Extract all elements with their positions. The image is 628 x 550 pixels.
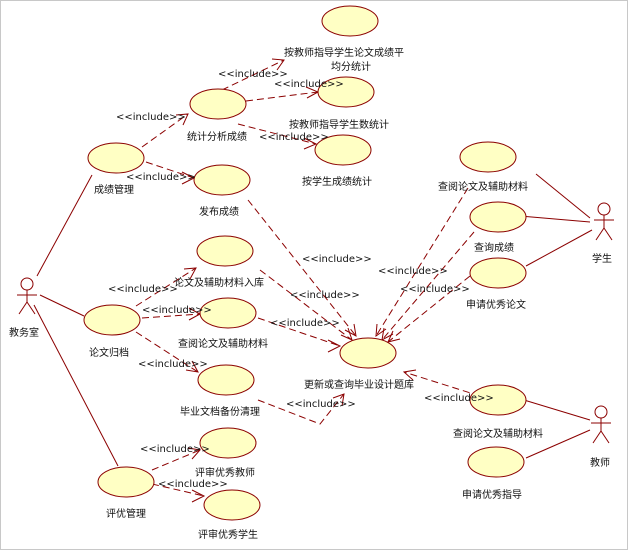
uc-label-chayue-jiaowu: 查阅论文及辅助材料 <box>178 337 268 350</box>
dep-guidang-beifen <box>135 331 199 373</box>
uc-count-by-teacher <box>317 76 375 108</box>
include-label: <<include>> <box>140 444 210 455</box>
uc-label-avg-line1: 按教师指导学生论文成绩平 <box>284 46 404 59</box>
dep-chengji-fabu <box>145 161 195 179</box>
uc-label-pingshen-xuesheng: 评审优秀学生 <box>198 528 258 541</box>
uc-label-beifen-qingli: 毕业文档备份清理 <box>180 405 260 418</box>
uc-label-fabu-chengji: 发布成绩 <box>199 205 239 218</box>
use-case-ellipses <box>83 5 527 521</box>
uc-avg-by-teacher <box>321 5 379 37</box>
assoc-jiaowushi-pingyou <box>33 304 119 467</box>
include-label: <<include>> <box>270 318 340 329</box>
uc-chengji-guanli <box>87 142 145 174</box>
dep-guidang-chayue <box>141 313 201 319</box>
include-dependencies <box>135 58 481 503</box>
assoc-xuesheng-chayue <box>535 173 591 219</box>
include-label: <<include>> <box>142 305 212 316</box>
uc-pingyou-guanli <box>97 466 155 498</box>
uc-pingshen-xuesheng <box>203 489 261 521</box>
dep-beifen-tiku <box>257 393 345 425</box>
include-label: <<include>> <box>138 359 208 370</box>
actor-xuesheng <box>594 202 614 241</box>
include-label: <<include>> <box>218 69 288 80</box>
uc-tongji-fenxi <box>189 88 247 120</box>
include-label: <<include>> <box>108 284 178 295</box>
uc-shenqing-lunwen <box>469 257 527 289</box>
include-label: <<include>> <box>126 172 196 183</box>
uc-label-chayue-xuesheng: 查阅论文及辅助材料 <box>438 180 528 193</box>
use-case-labels: 成绩管理 统计分析成绩 发布成绩 按教师指导学生论文成绩平 均分统计 按教师指导… <box>89 46 543 541</box>
uc-label-chaxun-chengji: 查询成绩 <box>474 241 514 254</box>
uc-pingshen-jiaoshi <box>199 427 257 459</box>
include-label: <<include>> <box>302 254 372 265</box>
actor-jiaowushi <box>17 277 37 315</box>
uc-label-avg-line2: 均分统计 <box>331 60 371 73</box>
uc-label-tongji-fenxi: 统计分析成绩 <box>187 130 247 143</box>
uc-lunwen-ruku <box>196 235 254 267</box>
dep-chengji-tongji <box>141 113 189 148</box>
actor-head-icon <box>594 405 608 419</box>
assoc-xuesheng-shenqing <box>525 229 593 267</box>
uc-fabu-chengji <box>193 164 251 196</box>
actor-label-jiaoshi: 教师 <box>590 456 610 469</box>
uc-gengxin-tiku <box>339 337 397 369</box>
uc-label-pingyou-guanli: 评优管理 <box>106 507 146 520</box>
assoc-jiaowushi-guidang <box>39 294 85 317</box>
uc-label-gengxin-tiku: 更新或查询毕业设计题库 <box>304 378 414 391</box>
uc-label-chayue-jiaoshi: 查阅论文及辅助材料 <box>453 427 543 440</box>
dep-tongji-avg <box>221 59 285 91</box>
uc-label-lunwen-guidang: 论文归档 <box>89 346 129 359</box>
dep-tongji-bystudent <box>237 123 317 145</box>
uc-label-by-student: 按学生成绩统计 <box>302 175 372 188</box>
assoc-jiaowushi-chengji <box>36 174 93 277</box>
actor-jiaoshi <box>591 405 611 444</box>
include-label: <<include>> <box>290 290 360 301</box>
uc-chayue-xuesheng <box>459 141 517 173</box>
dep-js-chayue-tiku <box>403 371 481 397</box>
include-label: <<include>> <box>158 479 228 490</box>
include-label: <<include>> <box>259 132 329 143</box>
include-label: <<include>> <box>424 393 494 404</box>
dep-pingyou-jiaoshi <box>151 449 201 471</box>
uc-chaxun-chengji <box>469 201 527 233</box>
dep-xs-chayue-tiku <box>375 187 469 337</box>
uc-label-pingshen-jiaoshi: 评审优秀教师 <box>195 466 255 479</box>
actor-head-icon <box>597 202 611 216</box>
uc-lunwen-guidang <box>83 304 141 336</box>
assoc-jiaoshi-shenqing <box>525 429 591 459</box>
include-labels: <<include>> <<include>> <<include>> <<in… <box>108 69 494 490</box>
uc-beifen-qingli <box>197 364 255 396</box>
uc-by-student <box>314 134 372 166</box>
dep-shenqing-tiku <box>387 275 471 343</box>
dep-fabu-tiku <box>247 199 357 337</box>
dep-guidang-ruku <box>135 267 197 307</box>
dep-chaxun-tiku <box>381 231 475 341</box>
assoc-xuesheng-chaxun <box>519 215 591 223</box>
actor-label-jiaowushi: 教务室 <box>9 326 39 339</box>
include-label: <<include>> <box>400 284 470 295</box>
uc-label-count-by-teacher: 按教师指导学生数统计 <box>289 118 389 131</box>
dep-ruku-tiku <box>259 269 353 341</box>
include-label: <<include>> <box>116 112 186 123</box>
uc-shenqing-zhidao <box>467 446 525 478</box>
association-lines <box>33 173 593 467</box>
include-label: <<include>> <box>286 399 356 410</box>
uc-label-lunwen-ruku: 论文及辅助材料入库 <box>174 276 264 289</box>
uc-label-shenqing-lunwen: 申请优秀论文 <box>466 298 526 311</box>
assoc-jiaoshi-chayue <box>523 399 591 421</box>
include-label: <<include>> <box>274 79 344 90</box>
uc-label-chengji-guanli: 成绩管理 <box>94 183 134 196</box>
dep-pingyou-xuesheng <box>151 483 205 497</box>
uc-chayue-jiaoshi <box>469 384 527 416</box>
actor-label-xuesheng: 学生 <box>592 252 612 265</box>
actor-head-icon <box>20 277 34 291</box>
dep-tongji-count <box>245 91 319 102</box>
dep-chayue-tiku <box>257 317 341 347</box>
include-label: <<include>> <box>378 266 448 277</box>
uc-label-shenqing-zhidao: 申请优秀指导 <box>462 488 522 501</box>
actor-labels: 教务室 学生 教师 <box>9 252 612 469</box>
uc-chayue-jiaowu <box>199 297 257 329</box>
